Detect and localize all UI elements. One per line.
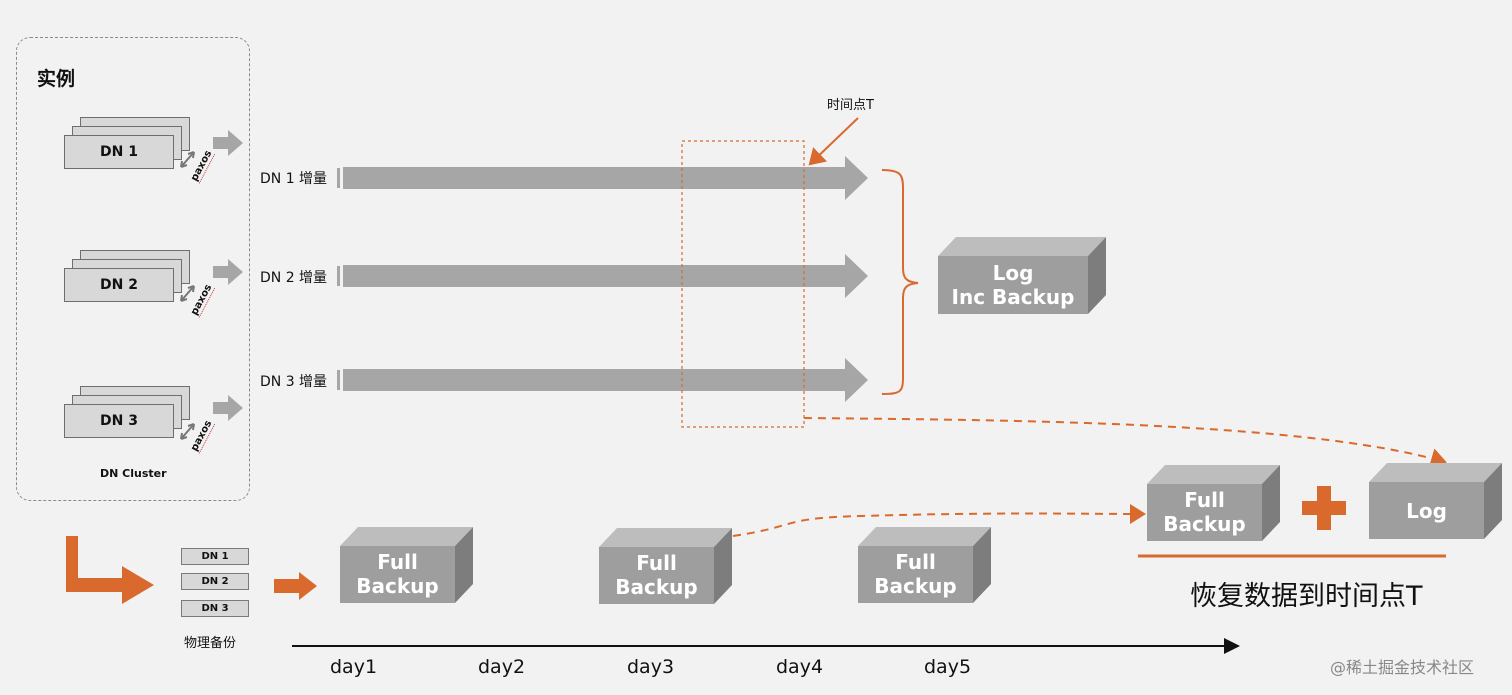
- dn1-stream-label: DN 1 增量: [260, 171, 328, 187]
- full-backup-1-text: Full Backup: [340, 550, 455, 598]
- dn3-stream-label: DN 3 增量: [260, 374, 328, 390]
- restore-full-box: [1147, 465, 1280, 541]
- physical-backup-label: 物理备份: [184, 636, 237, 651]
- log-restore-link: [803, 417, 1447, 468]
- time-point-pointer: [808, 117, 859, 166]
- dn1-out-arrow: [213, 130, 243, 156]
- restore-log-text: Log: [1406, 499, 1447, 523]
- time-point-label: 时间点T: [827, 98, 874, 113]
- paxos-arrows: [180, 151, 195, 440]
- full-backup-2-text: Full Backup: [599, 551, 714, 599]
- physical-backup-dn1: DN 1: [181, 548, 249, 565]
- plus-icon: [1302, 486, 1346, 530]
- timeline-day4: day4: [776, 656, 824, 678]
- timeline-day2: day2: [478, 656, 526, 678]
- physical-backup-dn3: DN 3: [181, 600, 249, 617]
- physical-to-full-arrow: [274, 572, 317, 600]
- full-backup-2-line2: Backup: [615, 575, 698, 599]
- dn1-stream-arrow: [337, 156, 868, 200]
- restore-full-text: Full Backup: [1147, 488, 1262, 536]
- instance-container: [16, 37, 250, 501]
- time-point-window: [681, 140, 805, 428]
- watermark: @稀土掘金技术社区: [1330, 658, 1475, 677]
- dn2-node: DN 2: [64, 268, 174, 302]
- full-restore-link: [732, 503, 1146, 537]
- cluster-label: DN Cluster: [100, 467, 167, 480]
- dn3-stream-arrow: [337, 358, 868, 402]
- restore-log-box: [1369, 463, 1502, 539]
- physical-backup-dn2: DN 2: [181, 573, 249, 590]
- dn3-out-arrow: [213, 395, 243, 421]
- dn3-node: DN 3: [64, 404, 174, 438]
- dn2-stream-arrow: [337, 254, 868, 298]
- full-backup-box-3: [858, 527, 991, 603]
- full-backup-3-line2: Backup: [874, 574, 957, 598]
- log-inc-backup-line1: Log: [992, 261, 1034, 285]
- log-inc-backup-text: Log Inc Backup: [938, 261, 1088, 309]
- full-backup-2-line1: Full: [636, 551, 677, 575]
- dn1-node: DN 1: [64, 135, 174, 169]
- timeline-day5: day5: [924, 656, 972, 678]
- full-backup-1-line1: Full: [377, 550, 418, 574]
- cluster-to-physical-arrow: [66, 536, 154, 604]
- full-backup-3-text: Full Backup: [858, 550, 973, 598]
- instance-title: 实例: [37, 68, 76, 90]
- timeline-day1: day1: [330, 656, 378, 678]
- restore-full-line2: Backup: [1163, 512, 1246, 536]
- full-backup-1-line2: Backup: [356, 574, 439, 598]
- dn2-out-arrow: [213, 259, 243, 285]
- restore-full-line1: Full: [1184, 488, 1225, 512]
- restore-label: 恢复数据到时间点T: [1190, 581, 1423, 612]
- log-brace: [881, 169, 919, 395]
- full-backup-box-1: [340, 527, 473, 603]
- timeline-day3: day3: [627, 656, 675, 678]
- log-inc-backup-line2: Inc Backup: [951, 285, 1075, 309]
- log-inc-backup-box: [938, 237, 1106, 314]
- full-backup-3-line1: Full: [895, 550, 936, 574]
- full-backup-box-2: [599, 528, 732, 604]
- dn2-stream-label: DN 2 增量: [260, 270, 328, 286]
